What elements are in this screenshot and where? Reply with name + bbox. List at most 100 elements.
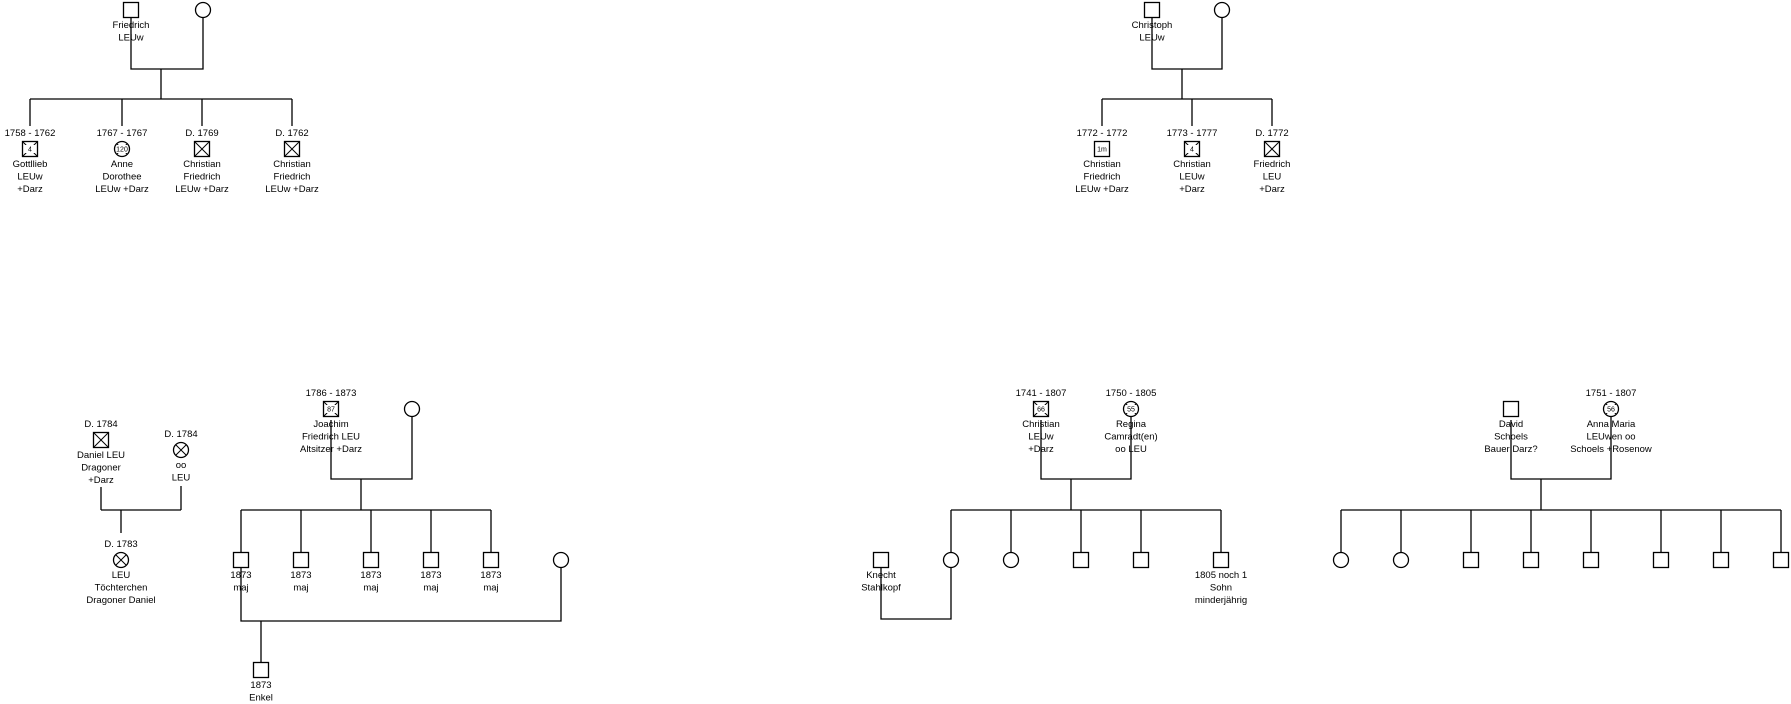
female-symbol — [552, 551, 570, 569]
person-[interactable] — [1652, 551, 1670, 569]
male-symbol — [362, 551, 380, 569]
person-[interactable] — [552, 551, 570, 569]
life-dates: 1786 - 1873 — [306, 388, 357, 399]
life-dates: 1773 - 1777 — [1167, 128, 1218, 139]
person-name-line: Gottllieb — [13, 159, 48, 170]
person-name-line: Regina — [1116, 419, 1147, 430]
male-symbol — [1582, 551, 1600, 569]
person-name-line: Dragoner — [81, 463, 121, 474]
person-name-line: Schoels +Rosenow — [1570, 444, 1652, 455]
male-symbol — [1522, 551, 1540, 569]
female-symbol — [403, 400, 421, 418]
male-symbol — [1143, 1, 1161, 19]
male-symbol — [252, 661, 270, 679]
male-symbol — [1212, 551, 1230, 569]
female-symbol — [1213, 1, 1231, 19]
person-maj[interactable]: 1873 maj — [290, 551, 312, 594]
life-dates: D. 1784 — [164, 429, 197, 440]
person-[interactable] — [1072, 551, 1090, 569]
person-[interactable] — [1332, 551, 1350, 569]
life-dates: 1873 — [290, 570, 311, 581]
life-dates: D. 1769 — [185, 128, 218, 139]
relationship-line — [1510, 409, 1612, 480]
person-name-line: Friedrich — [1084, 172, 1121, 183]
person-[interactable] — [1522, 551, 1540, 569]
female-symbol — [942, 551, 960, 569]
male-symbol — [1502, 400, 1520, 418]
age-label: 87 — [327, 407, 335, 414]
male-symbol — [482, 551, 500, 569]
person-name-line: Christoph — [1132, 20, 1173, 31]
person-[interactable] — [1582, 551, 1600, 569]
age-label: 55 — [1127, 407, 1135, 414]
age-label: 4 — [1190, 147, 1194, 154]
person-name-line: maj — [293, 583, 308, 594]
deceased-mark — [175, 444, 187, 456]
person-[interactable] — [1213, 1, 1231, 19]
person-name-line: maj — [363, 583, 378, 594]
relationship-line — [240, 567, 562, 622]
deceased-mark — [115, 554, 127, 566]
person-name-line: LEUw +Darz — [1075, 184, 1129, 195]
person-name-line: LEUw — [118, 33, 143, 44]
person-[interactable] — [942, 551, 960, 569]
age-label: 56 — [1607, 407, 1615, 414]
person-name-line: Friedrich — [184, 172, 221, 183]
person-name-line: Altsitzer +Darz — [300, 444, 362, 455]
female-symbol — [1002, 551, 1020, 569]
person-name-line: Friedrich — [1254, 159, 1291, 170]
person-[interactable] — [1132, 551, 1150, 569]
person-name-line: Dragoner Daniel — [86, 595, 155, 606]
person-name-line: LEUw — [1139, 33, 1164, 44]
life-dates: 1750 - 1805 — [1106, 388, 1157, 399]
person-name-line: Anna Maria — [1587, 419, 1636, 430]
person-name-line: +Darz — [1179, 184, 1205, 195]
person-name-line: Christian — [1083, 159, 1121, 170]
person-[interactable] — [1712, 551, 1730, 569]
person-name-line: minderjährig — [1195, 595, 1247, 606]
female-symbol — [1392, 551, 1410, 569]
person-name-line: LEU — [1263, 172, 1282, 183]
relationship-line — [1151, 10, 1223, 70]
person-name-line: Friedrich — [113, 20, 150, 31]
person-name-line: LEUw — [1028, 432, 1053, 443]
person-[interactable] — [194, 1, 212, 19]
relationship-line — [330, 409, 413, 480]
deceased-mark — [93, 432, 109, 448]
person-name-line: LEUw — [1179, 172, 1204, 183]
life-dates: 1873 — [250, 680, 271, 691]
person-[interactable] — [1392, 551, 1410, 569]
person-[interactable] — [1462, 551, 1480, 569]
person-[interactable] — [1002, 551, 1020, 569]
life-dates: 1767 - 1767 — [97, 128, 148, 139]
person-[interactable] — [403, 400, 421, 418]
person-[interactable] — [1772, 551, 1790, 569]
person-name-line: maj — [483, 583, 498, 594]
age-label: 66 — [1037, 407, 1045, 414]
person-name-line: Bauer Darz? — [1484, 444, 1537, 455]
